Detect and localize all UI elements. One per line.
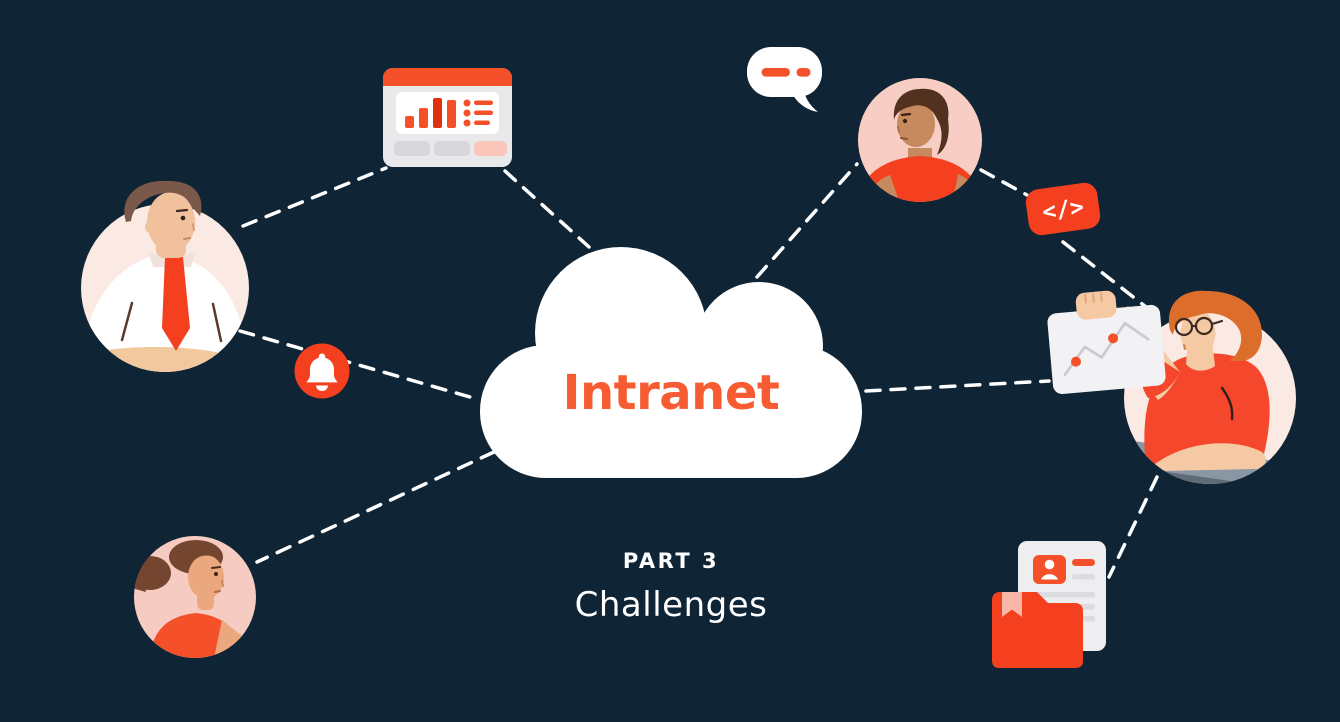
red-tie xyxy=(162,257,190,351)
hair xyxy=(893,88,949,155)
hand xyxy=(1075,290,1117,320)
browser-buttons xyxy=(394,141,507,156)
orange-top xyxy=(1144,353,1270,467)
glasses xyxy=(1174,316,1224,337)
desk xyxy=(81,346,249,372)
businessman-avatar xyxy=(81,180,249,372)
code-tag-icon: </> xyxy=(1025,182,1101,236)
young-man-avatar xyxy=(858,78,982,202)
bullet-list-glyph xyxy=(463,99,493,127)
hair xyxy=(1168,290,1263,362)
young-man-head xyxy=(893,88,949,155)
woman-glasses-chart-figure xyxy=(1047,290,1296,484)
line-chart-card-icon xyxy=(1047,290,1166,394)
folder-ribbon xyxy=(1002,592,1022,617)
chat-bubble-icon xyxy=(747,47,822,112)
hair xyxy=(124,180,202,222)
bell-glyph xyxy=(306,353,338,383)
notification-bell-icon xyxy=(294,343,350,399)
bar-chart-glyph xyxy=(405,98,456,128)
connector-lines xyxy=(238,162,1159,579)
browser-analytics-icon xyxy=(383,68,512,167)
collar xyxy=(148,250,196,267)
cloud-label: Intranet xyxy=(562,365,780,421)
folder-documents-icon xyxy=(992,541,1106,668)
browser-titlebar xyxy=(383,68,512,86)
woman-ponytail-avatar xyxy=(134,536,256,658)
code-glyph: </> xyxy=(1041,194,1086,226)
businessman-head xyxy=(124,180,202,258)
chart-point xyxy=(1070,356,1081,367)
id-badge xyxy=(1033,555,1066,584)
chart-line xyxy=(1063,321,1150,376)
part-label: PART 3 xyxy=(622,549,720,573)
section-title: Challenges xyxy=(574,585,768,625)
cloud-shape xyxy=(480,247,862,478)
chart-point xyxy=(1108,333,1119,344)
